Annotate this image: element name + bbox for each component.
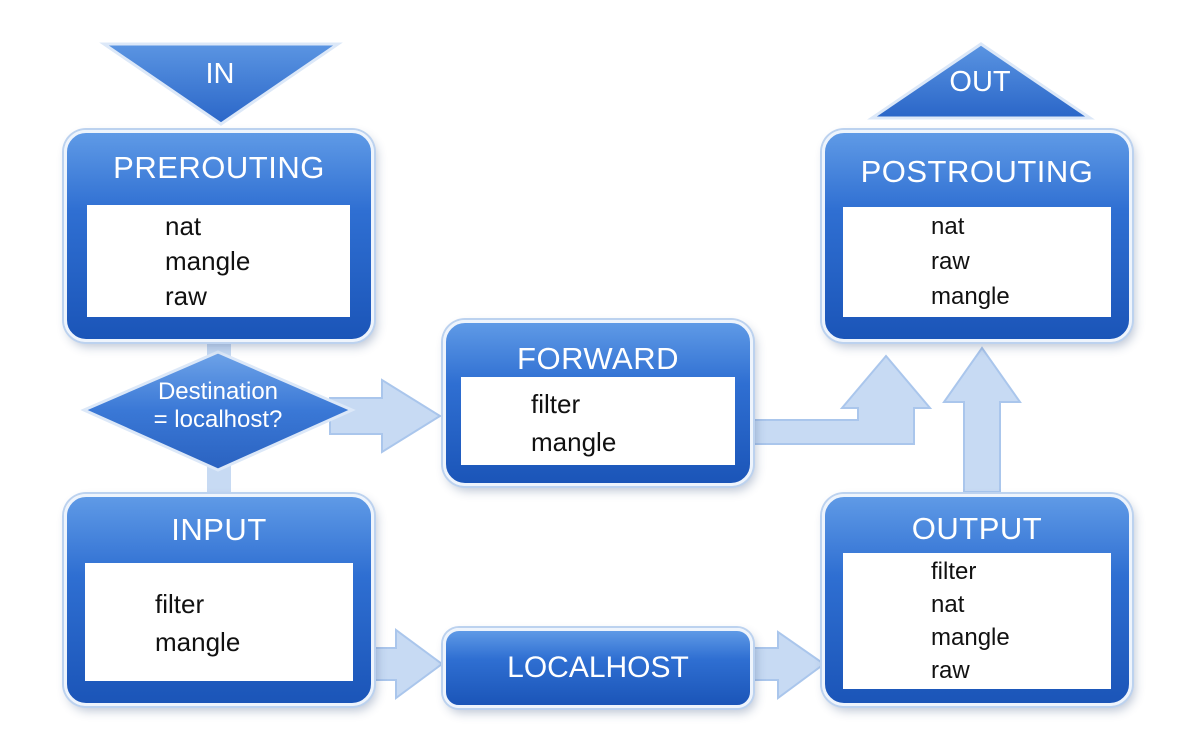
table-item: nat [165, 211, 202, 241]
decision-label: Destination = localhost? [86, 378, 350, 434]
chain-prerouting: PREROUTING nat mangle raw [64, 130, 374, 342]
table-item: filter [531, 389, 581, 419]
chain-output-tables: filter nat mangle raw [843, 553, 1111, 689]
table-item: filter [155, 589, 205, 619]
table-item: mangle [931, 283, 1010, 310]
arrow-output-postrouting [942, 346, 1022, 493]
table-item: mangle [531, 427, 617, 457]
localhost-box: LOCALHOST [443, 628, 753, 708]
chain-input-tables: filter mangle [85, 563, 353, 681]
table-item: raw [931, 248, 970, 275]
table-item: nat [931, 591, 965, 618]
in-label: IN [205, 58, 235, 90]
chain-postrouting-tables: nat raw mangle [843, 207, 1111, 317]
chain-postrouting: POSTROUTING nat raw mangle [822, 130, 1132, 342]
decision-line2: = localhost? [153, 406, 283, 433]
table-item: mangle [931, 624, 1010, 651]
arrow-decision-forward [329, 378, 442, 454]
chain-forward-title: FORWARD [517, 341, 679, 376]
in-triangle [99, 42, 343, 126]
table-item: mangle [165, 246, 251, 276]
chain-input-title: INPUT [171, 512, 267, 547]
out-label: OUT [949, 66, 1011, 98]
table-item: filter [931, 558, 977, 585]
chain-forward-tables: filter mangle [461, 377, 735, 465]
arrow-input-localhost [373, 628, 444, 700]
table-item: raw [165, 281, 207, 311]
table-item: mangle [155, 627, 241, 657]
table-item: raw [931, 657, 970, 684]
chain-forward: FORWARD filter mangle [443, 320, 753, 486]
chain-output-title: OUTPUT [911, 511, 1043, 546]
arrow-localhost-output [749, 630, 826, 700]
table-item: nat [931, 213, 965, 240]
localhost-label: LOCALHOST [507, 651, 689, 684]
decision-line1: Destination [157, 378, 279, 405]
chain-prerouting-tables: nat mangle raw [87, 205, 350, 317]
decision-diamond [80, 350, 356, 472]
out-triangle [867, 42, 1095, 120]
chain-output: OUTPUT filter nat mangle raw [822, 494, 1132, 706]
arrow-forward-postrouting [751, 354, 933, 445]
chain-postrouting-title: POSTROUTING [860, 154, 1094, 189]
chain-prerouting-title: PREROUTING [113, 150, 325, 185]
chain-input: INPUT filter mangle [64, 494, 374, 706]
